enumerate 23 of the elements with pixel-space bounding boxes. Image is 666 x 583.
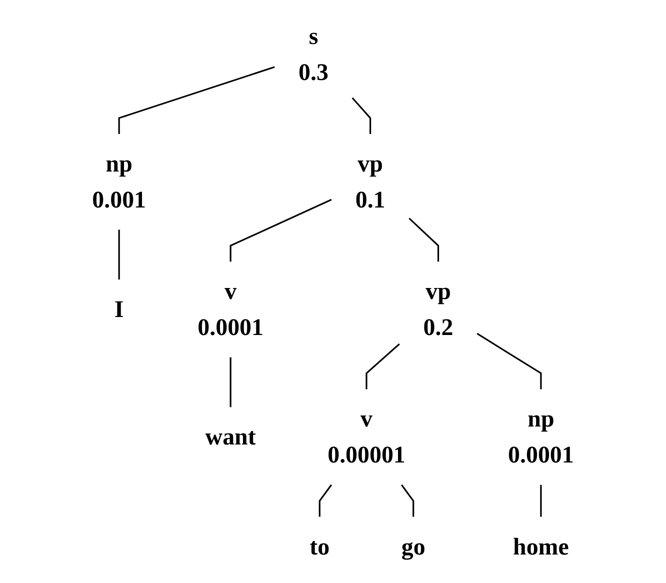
connector xyxy=(476,332,542,390)
node-text: to xyxy=(310,534,330,560)
connector xyxy=(366,343,400,390)
node-text: v 0.00001 xyxy=(328,406,406,468)
connector xyxy=(400,484,414,517)
node-text: s 0.3 xyxy=(298,23,328,86)
connector xyxy=(408,218,440,262)
connector xyxy=(230,357,232,408)
node-text: want xyxy=(205,424,256,450)
connector xyxy=(352,97,372,134)
node-text: home xyxy=(513,534,569,560)
connector xyxy=(118,66,275,134)
node-text: vp 0.2 xyxy=(423,278,454,341)
node-text: go xyxy=(401,534,426,560)
connector xyxy=(318,484,332,517)
node-text: vp 0.1 xyxy=(355,150,386,213)
node-text: I xyxy=(114,296,124,323)
node-text: np 0.001 xyxy=(92,150,146,213)
connector xyxy=(230,198,332,262)
node-text: np 0.0001 xyxy=(508,406,574,468)
connector xyxy=(118,230,120,280)
node-text: v 0.0001 xyxy=(198,278,264,341)
connector xyxy=(540,484,542,517)
